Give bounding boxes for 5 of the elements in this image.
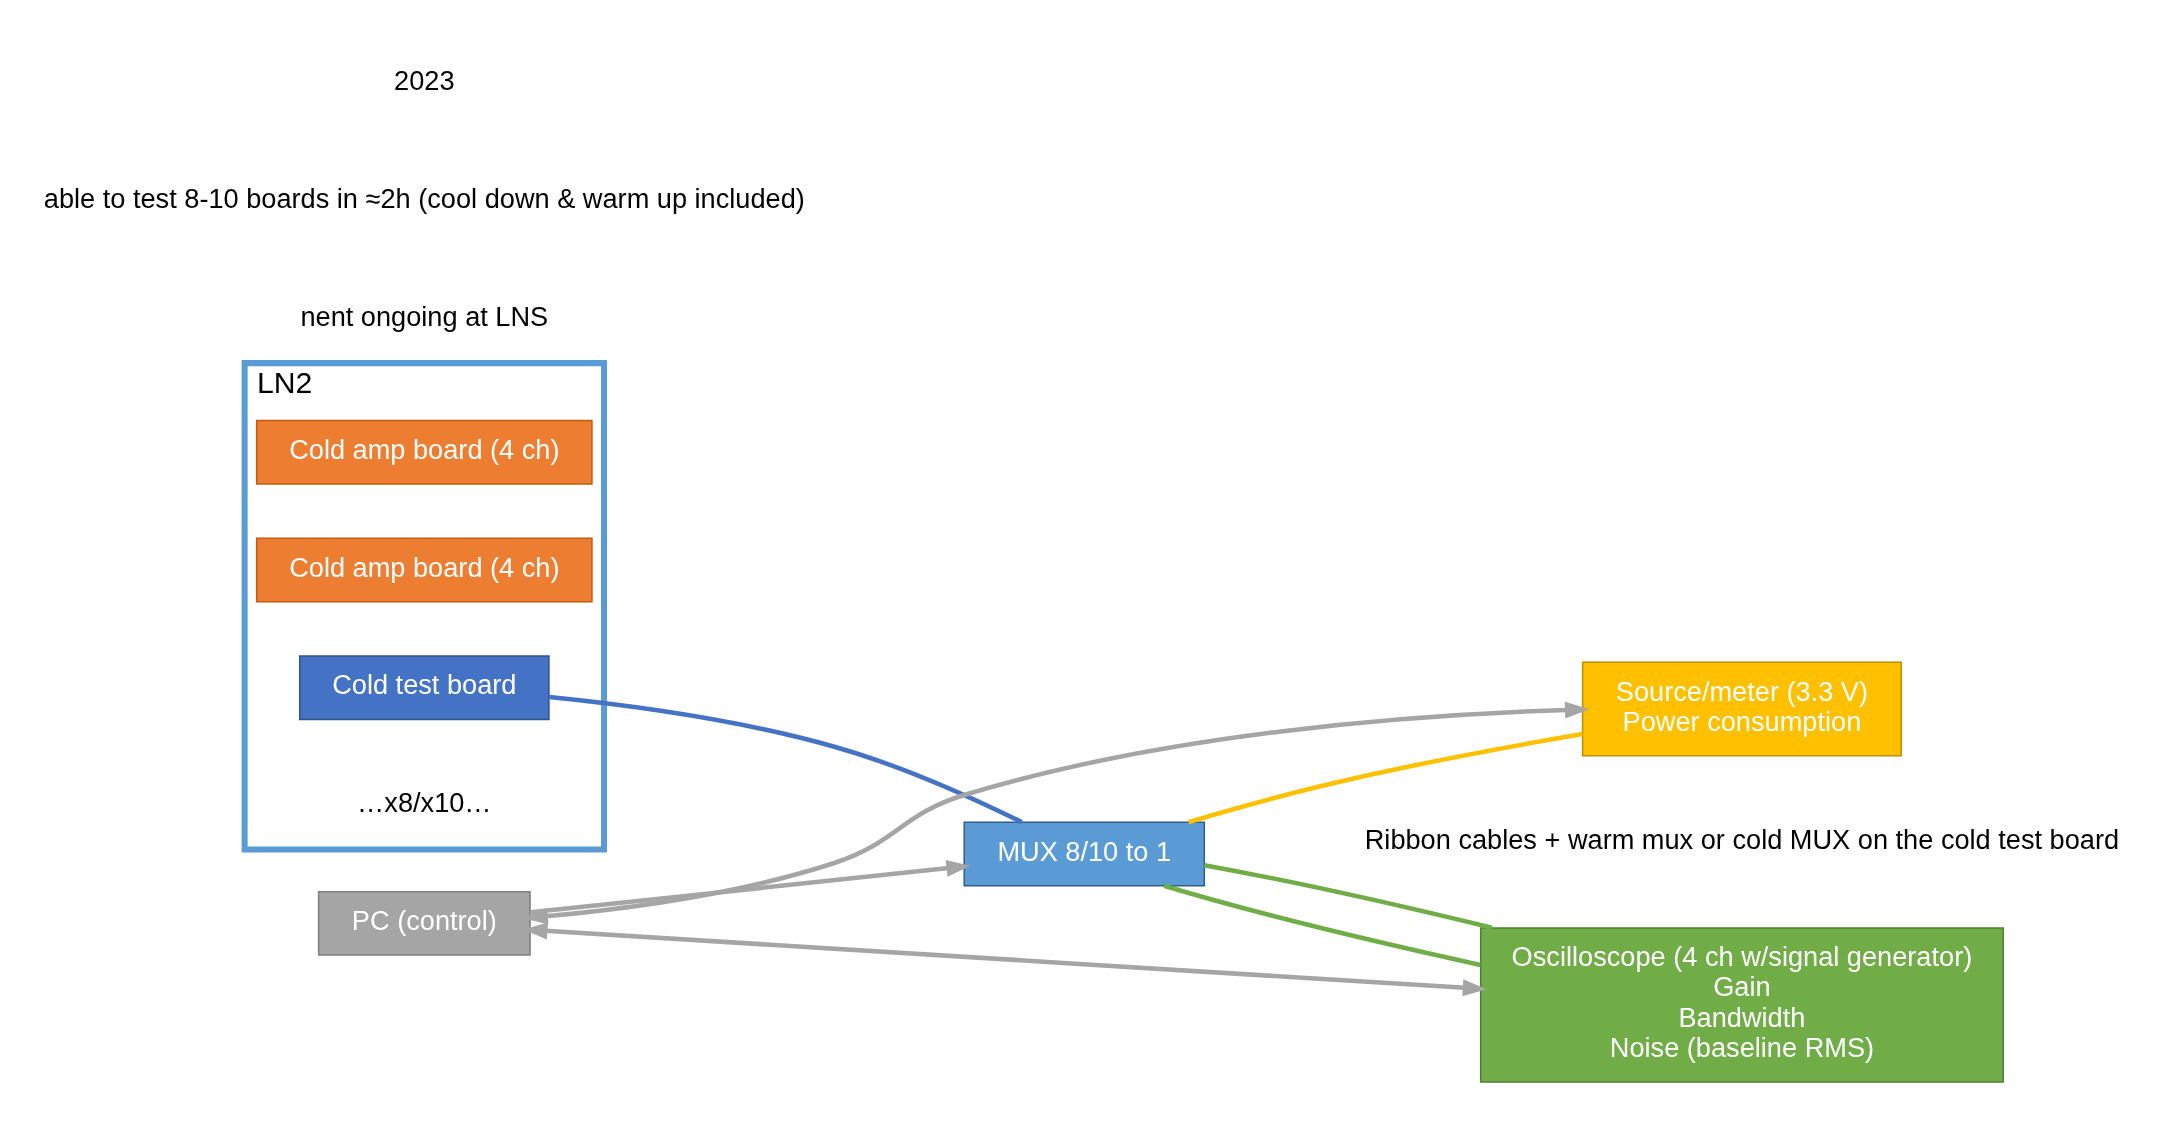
label: nent ongoing at LNS xyxy=(300,300,549,332)
label: Ribbon cables + warm mux or cold MUX on the cold test board xyxy=(1364,823,2120,855)
label: …x8/x10… xyxy=(357,787,492,819)
label: able to test 8-10 boards in ≈2h (cool down & warm up included) xyxy=(43,183,805,215)
label: 2023 xyxy=(394,65,455,97)
